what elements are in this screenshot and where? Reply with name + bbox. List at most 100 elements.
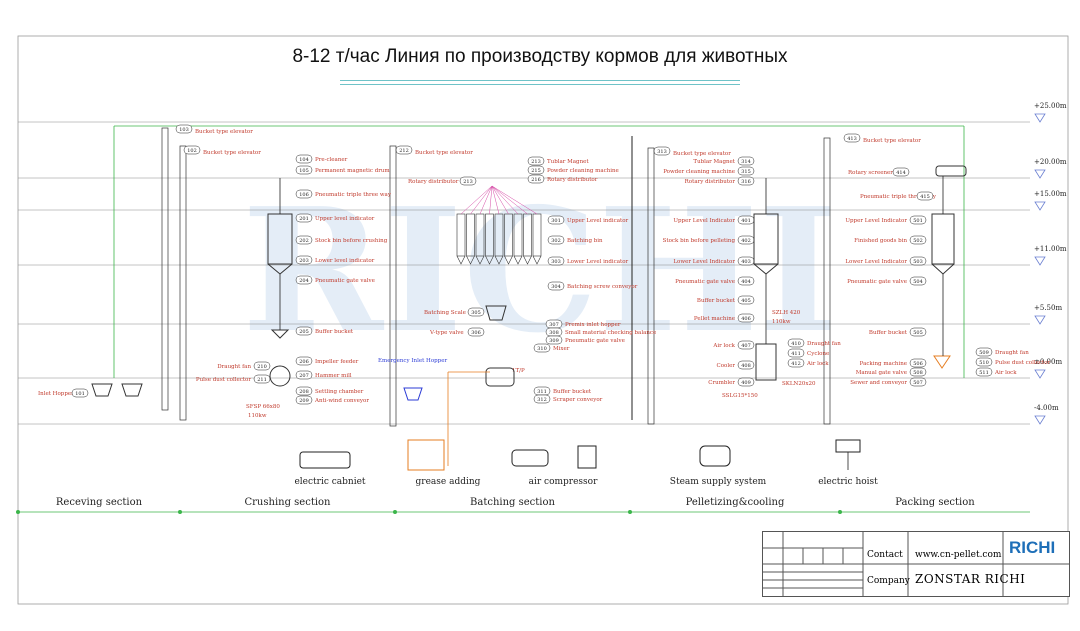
batching-bin-cone-8 [532,255,542,265]
batching-bin-cone-1 [466,255,475,265]
elevator-212-badge [395,145,413,155]
drawing-title: 8-12 т/час Линия по производству кормов … [292,46,788,67]
pellet-left-405-label: Buffer bucket [697,298,736,304]
crushing-item-104-label: Pre-cleaner [315,157,348,163]
pellet-left-403-label: Lower Level Indicator [673,259,735,265]
batching-bin-cone-3 [485,255,494,265]
pellet-left-408-number: 408 [741,363,751,369]
pellet-right-411-number: 411 [791,351,801,357]
crumbler-model: SSLG15*150 [722,393,758,399]
pellet-right-410-badge [787,338,805,348]
grease-adding-icon [407,439,445,471]
packing-left-501-number: 501 [913,218,923,224]
pellet-left-405-number: 405 [741,298,751,304]
pellet-left-404-number: 404 [741,279,751,285]
batching-right-301-number: 301 [551,218,561,224]
batching-bin-cone-7 [523,255,532,265]
crushing-left-210-number: 210 [257,364,267,370]
crushing-item-208-number: 208 [299,389,309,395]
pink-feed-8 [491,185,538,215]
elevator-313-label: Bucket type elevator [673,151,731,157]
vtype-valve-number: 306 [471,330,481,336]
mixer-310-label: Mixer [553,346,570,352]
crushing-item-209-label: Anti-wind conveyor [314,398,369,404]
packing-right-511-number: 511 [979,370,989,376]
batching-bin-cone-6 [513,255,523,265]
pellet-right-412-number: 412 [791,361,801,367]
batching-scale-number: 305 [471,310,481,316]
pellet-left-316-badge [737,176,755,186]
cooler-model: SKLN20x20 [782,381,816,387]
title-underline-2 [340,84,740,85]
packing-left-504-badge [909,276,927,286]
packing-left-508-number: 508 [913,370,923,376]
crushing-item-106-badge [295,189,313,199]
crushing-item-202-number: 202 [299,238,309,244]
title-block: Contact www.cn-pellet.com Company ZONSTA… [762,531,1070,597]
packing-left-505-badge [909,327,927,337]
crushing-item-205-badge [295,326,313,336]
pellet-model: SZLH 420 [772,310,801,316]
pellet-left-402-label: Stock bin before pelleting [663,238,736,244]
crushing-item-106-number: 106 [299,192,309,198]
batching-top-215-badge [527,165,545,175]
mixer-icon [485,367,515,387]
batching-right-303-label: Lower Level indicator [567,259,629,265]
pellet-left-401-number: 401 [741,218,751,224]
drawing-border [17,35,1069,605]
elevator-212-label: Bucket type elevator [415,150,473,156]
contact-value[interactable]: www.cn-pellet.com [915,550,1002,560]
pellet-left-315-badge [737,166,755,176]
batching-top-213-label: Tublar Magnet [547,159,589,165]
mixer-310-number: 310 [537,346,547,352]
section-label-2: Batching section [470,497,555,508]
crushing-item-201-badge [295,213,313,223]
crushing-item-207-number: 207 [299,373,309,379]
level-label-5: ±0.00m [1034,358,1062,366]
emergency-hopper-icon [403,387,423,401]
packing-left-506-number: 506 [913,361,923,367]
hammer-mill-power: 110kw [248,413,267,419]
pink-feed-7 [491,185,528,215]
crushing-left-210-badge [253,361,271,371]
packing-left-504-number: 504 [913,279,923,285]
batching-top-216-number: 216 [531,177,541,183]
rotary-screener-badge [892,167,910,177]
batching-lower-312-number: 312 [537,397,547,403]
aux-label-3: Steam supply system [670,477,767,487]
crushing-item-204-label: Pneumatic gate valve [315,278,375,284]
premix-309-label: Pneumatic gate valve [565,338,625,344]
inlet-hopper-label: Inlet Hopper [38,391,74,397]
packing-left-501-badge [909,215,927,225]
crushing-item-206-badge [295,356,313,366]
finished-goods-bin [931,213,955,265]
batching-bin-cone-2 [475,255,485,265]
rotary-screener-icon [935,165,967,177]
pellet-left-314-number: 314 [741,159,751,165]
crushing-item-202-badge [295,235,313,245]
electric-hoist-icon [835,439,861,453]
electric-cabinet-icon [299,451,351,469]
level-marker-6 [1034,415,1046,425]
air-dryer-icon [577,445,597,469]
elevator-102-badge [183,145,201,155]
packing-triple-label: Pneumatic triple three way [860,194,937,200]
packing-left-502-number: 502 [913,238,923,244]
crushing-item-206-number: 206 [299,359,309,365]
company-label: Company [867,576,910,586]
crushing-item-105-number: 105 [299,168,309,174]
batching-bin-cone-5 [504,255,513,265]
crushing-item-203-badge [295,255,313,265]
batching-top-216-badge [527,174,545,184]
title-underline [340,80,740,81]
pellet-left-315-label: Powder cleaning machine [663,169,735,175]
packing-triple-number: 415 [920,194,930,200]
pellet-right-410-label: Draught fan [807,341,841,347]
crushing-item-209-badge [295,395,313,405]
aux-label-0: electric cabniet [294,477,365,487]
packing-triple-badge [916,191,934,201]
batching-right-304-label: Batching screw conveyor [567,284,638,290]
packing-left-507-number: 507 [913,380,923,386]
crushing-item-208-label: Settling chamber [315,389,364,395]
crushing-item-105-label: Permanent magnetic drum [315,168,390,174]
